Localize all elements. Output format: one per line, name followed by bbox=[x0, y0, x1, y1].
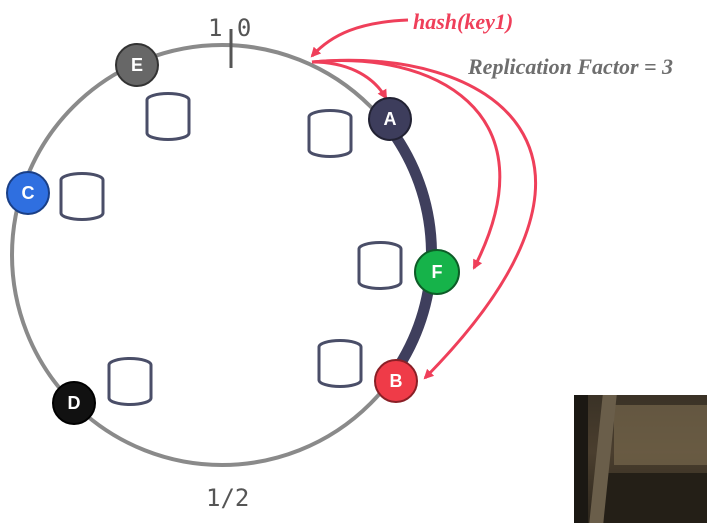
database-icon bbox=[145, 92, 191, 141]
presenter-webcam-thumbnail bbox=[574, 395, 707, 523]
database-icon bbox=[307, 109, 353, 158]
node-b-label: B bbox=[390, 371, 403, 391]
arrow-to-node-b bbox=[311, 58, 537, 380]
hash-key-label: hash(key1) bbox=[413, 9, 513, 34]
node-d-label: D bbox=[68, 393, 81, 413]
ring-top-label: 1 0 bbox=[208, 14, 251, 42]
node-f: F bbox=[414, 249, 460, 295]
node-d: D bbox=[52, 381, 96, 425]
ring-bottom-label: 1/2 bbox=[206, 484, 249, 512]
node-c: C bbox=[6, 171, 50, 215]
hash-to-ring-arrow bbox=[310, 18, 409, 58]
node-e-label: E bbox=[131, 55, 143, 75]
node-f-label: F bbox=[432, 262, 443, 282]
database-icon bbox=[107, 357, 153, 406]
replication-factor-label: Replication Factor = 3 bbox=[467, 54, 673, 79]
node-c-label: C bbox=[22, 183, 35, 203]
arrow-to-node-a bbox=[311, 60, 388, 100]
node-a: A bbox=[368, 97, 412, 141]
node-b: B bbox=[374, 359, 418, 403]
database-icon bbox=[317, 339, 363, 388]
node-e: E bbox=[115, 43, 159, 87]
database-icon bbox=[59, 172, 105, 221]
database-icon bbox=[357, 241, 403, 290]
node-a-label: A bbox=[384, 109, 397, 129]
